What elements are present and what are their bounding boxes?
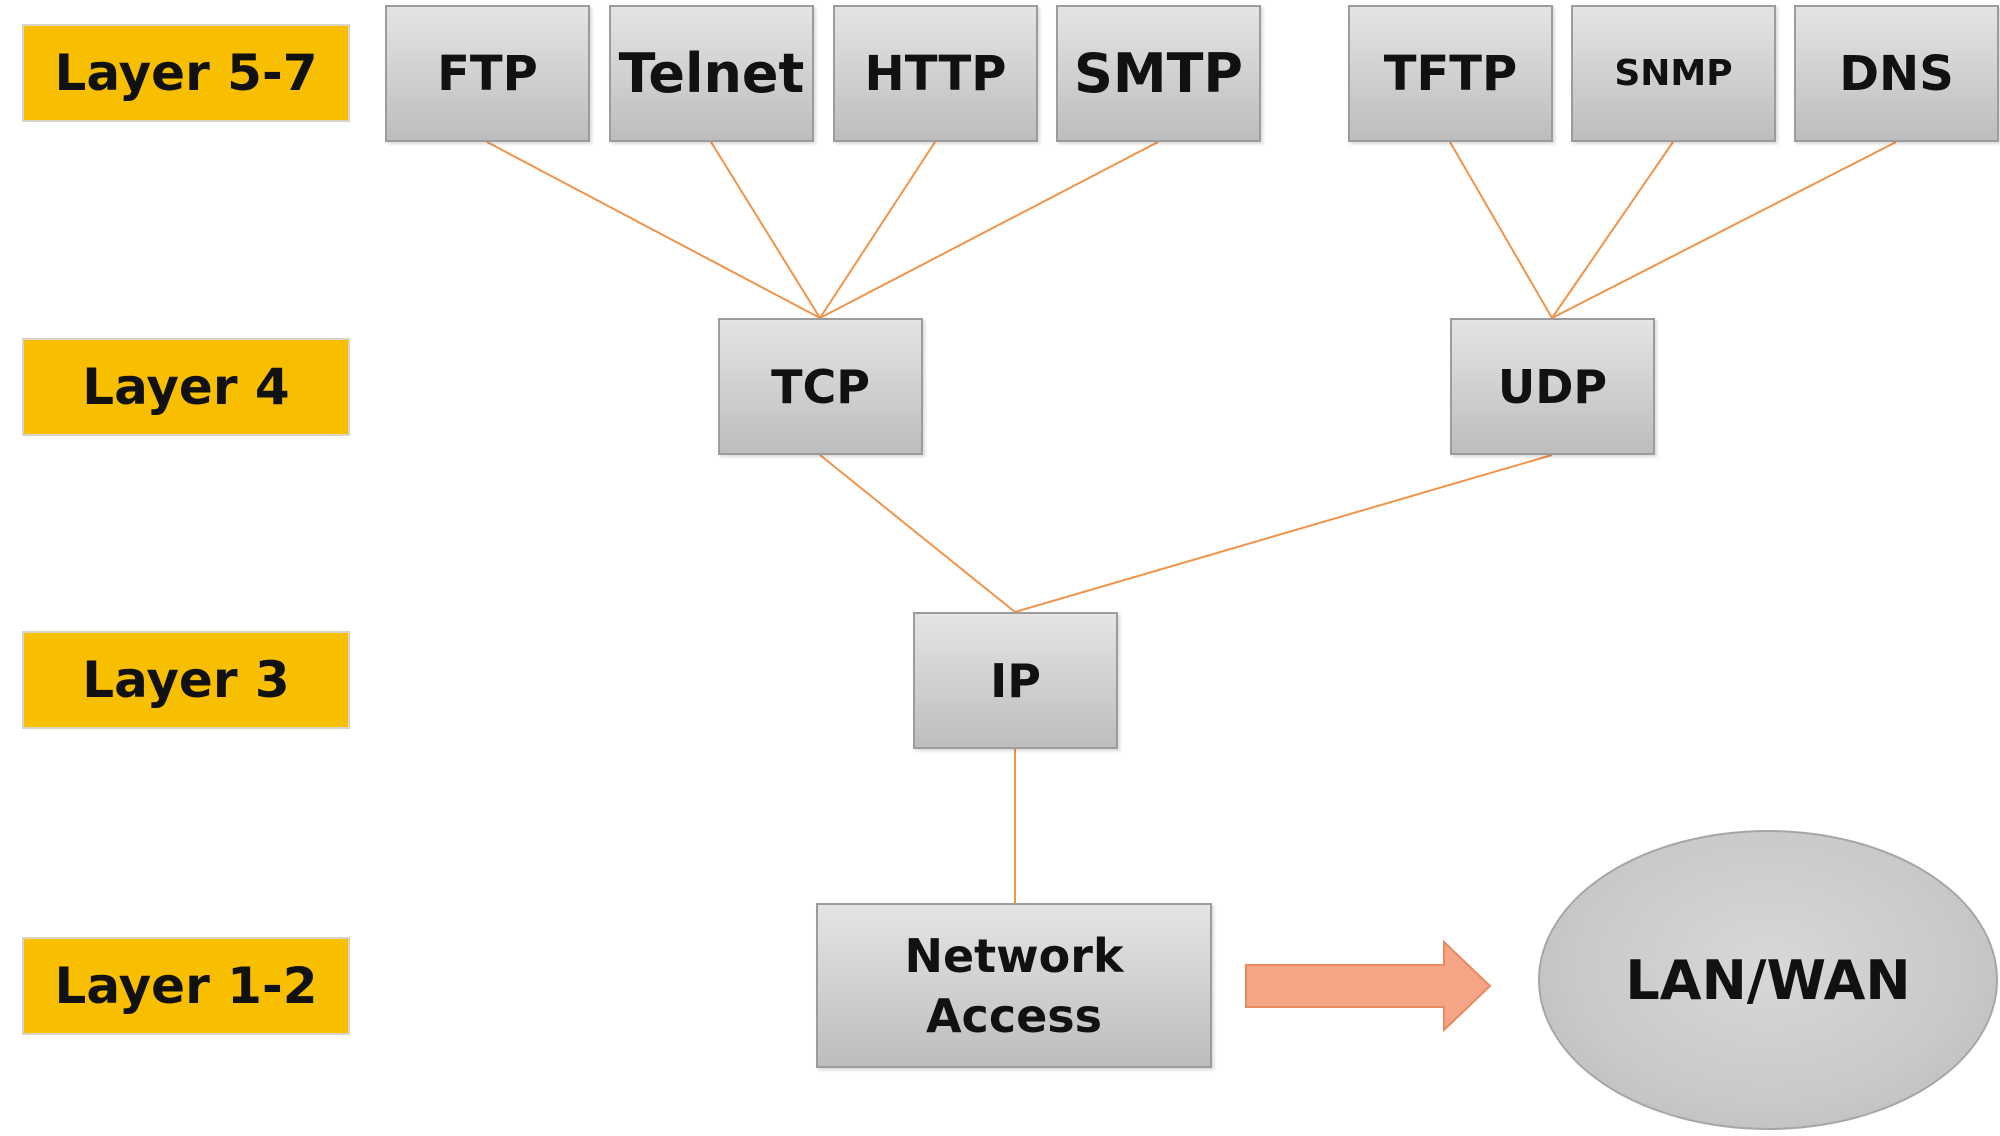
- box-label: UDP: [1497, 359, 1608, 414]
- layer-label-5-7: Layer 5-7: [22, 24, 350, 122]
- link-dns-udp: [1551, 141, 1897, 319]
- link-tftp-udp: [1449, 141, 1553, 319]
- link-smtp-tcp: [819, 141, 1159, 319]
- box-label-line-1: Network: [904, 928, 1124, 983]
- box-label: DNS: [1839, 45, 1954, 102]
- box-ftp: FTP: [385, 5, 590, 142]
- box-tftp: TFTP: [1348, 5, 1553, 142]
- box-ip: IP: [913, 612, 1118, 749]
- layer-label-text: Layer 3: [82, 651, 290, 709]
- layer-label-text: Layer 5-7: [54, 44, 318, 102]
- box-label: IP: [990, 653, 1041, 708]
- box-label: FTP: [437, 45, 538, 102]
- box-label: Telnet: [618, 42, 805, 105]
- box-smtp: SMTP: [1056, 5, 1261, 142]
- layer-label-text: Layer 4: [82, 358, 290, 416]
- lan-wan-ellipse: LAN/WAN: [1538, 830, 1998, 1130]
- layer-label-text: Layer 1-2: [54, 957, 318, 1015]
- box-tcp: TCP: [718, 318, 923, 455]
- link-http-tcp: [819, 141, 936, 319]
- layer-label-1-2: Layer 1-2: [22, 937, 350, 1035]
- box-label: SMTP: [1073, 42, 1244, 105]
- layer-label-4: Layer 4: [22, 338, 350, 436]
- box-telnet: Telnet: [609, 5, 814, 142]
- box-label: SNMP: [1614, 53, 1733, 94]
- box-snmp: SNMP: [1571, 5, 1776, 142]
- box-http: HTTP: [833, 5, 1038, 142]
- box-udp: UDP: [1450, 318, 1655, 455]
- layer-label-3: Layer 3: [22, 631, 350, 729]
- link-ftp-tcp: [486, 141, 821, 319]
- box-dns: DNS: [1794, 5, 1999, 142]
- ellipse-label: LAN/WAN: [1625, 948, 1911, 1012]
- link-tcp-ip: [819, 454, 1016, 613]
- box-network-access: Network Access: [816, 903, 1212, 1068]
- box-label: HTTP: [864, 45, 1007, 102]
- link-snmp-udp: [1551, 141, 1674, 319]
- box-label-line-2: Access: [925, 988, 1103, 1043]
- right-arrow-icon: [1245, 939, 1492, 1033]
- link-udp-ip: [1014, 454, 1553, 613]
- link-telnet-tcp: [710, 141, 821, 319]
- box-label: TFTP: [1383, 45, 1518, 102]
- box-label: TCP: [771, 359, 870, 414]
